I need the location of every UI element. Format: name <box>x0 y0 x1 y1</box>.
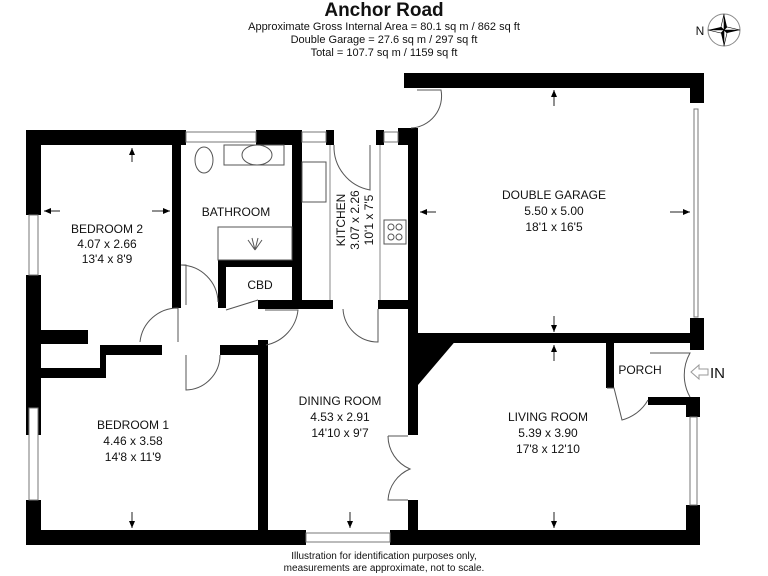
shower-tray-icon <box>217 226 293 261</box>
compass-north-label: N <box>696 24 705 38</box>
room-metric: 5.50 x 5.00 <box>524 204 584 218</box>
room-metric: 3.07 x 2.26 <box>348 190 362 250</box>
disclaimer-line-2: measurements are approximate, not to sca… <box>283 563 485 574</box>
room-name: DINING ROOM <box>299 394 382 408</box>
room-metric: 4.07 x 2.66 <box>77 237 137 251</box>
room-name: BATHROOM <box>202 205 270 219</box>
room-imperial: 18'1 x 16'5 <box>525 220 583 234</box>
room-metric: 5.39 x 3.90 <box>518 426 578 440</box>
shower-head-icon <box>247 237 263 251</box>
disclaimer-line-1: Illustration for identification purposes… <box>291 551 477 562</box>
toilet-icon <box>194 146 214 174</box>
hob-icon <box>383 219 407 245</box>
disclaimer: Illustration for identification purposes… <box>0 551 768 575</box>
room-porch: PORCH <box>618 363 661 377</box>
room-name: KITCHEN <box>334 194 348 247</box>
entrance-arrow-icon <box>690 363 709 381</box>
plan-title: Anchor Road <box>324 0 444 21</box>
doors <box>139 89 691 501</box>
garage-area: Double Garage = 27.6 sq m / 297 sq ft <box>290 34 478 46</box>
room-name: BEDROOM 2 <box>71 222 143 236</box>
room-metric: 4.46 x 3.58 <box>103 434 163 448</box>
kitchen-sink-icon <box>301 161 327 203</box>
room-imperial: 17'8 x 12'10 <box>516 442 580 456</box>
room-bedroom-2: BEDROOM 2 4.07 x 2.66 13'4 x 8'9 <box>71 222 143 266</box>
gross-internal-area: Approximate Gross Internal Area = 80.1 s… <box>248 21 520 33</box>
room-metric: 4.53 x 2.91 <box>310 410 370 424</box>
room-kitchen: KITCHEN 3.07 x 2.26 10'1 x 7'5 <box>334 190 376 250</box>
total-area: Total = 107.7 sq m / 1159 sq ft <box>310 47 458 59</box>
sink-icon <box>241 144 273 166</box>
entrance-marker: IN <box>690 363 725 382</box>
room-name: PORCH <box>618 363 661 377</box>
kitchen-fixtures <box>301 145 407 300</box>
windows <box>28 108 699 543</box>
compass-rose-icon: N <box>696 13 741 47</box>
room-imperial: 10'1 x 7'5 <box>362 194 376 245</box>
entrance-label: IN <box>710 365 725 382</box>
room-living-room: LIVING ROOM 5.39 x 3.90 17'8 x 12'10 <box>508 410 588 456</box>
room-imperial: 14'10 x 9'7 <box>311 426 369 440</box>
room-dining-room: DINING ROOM 4.53 x 2.91 14'10 x 9'7 <box>299 394 382 440</box>
room-double-garage: DOUBLE GARAGE 5.50 x 5.00 18'1 x 16'5 <box>502 188 606 234</box>
room-name: LIVING ROOM <box>508 410 588 424</box>
walls <box>26 73 704 545</box>
room-cbd: CBD <box>247 278 273 292</box>
room-bedroom-1: BEDROOM 1 4.46 x 3.58 14'8 x 11'9 <box>97 418 169 464</box>
room-bathroom: BATHROOM <box>202 205 270 219</box>
vanity-icon <box>223 144 285 166</box>
room-name: DOUBLE GARAGE <box>502 188 606 202</box>
room-name: BEDROOM 1 <box>97 418 169 432</box>
bathroom-fixtures <box>194 144 293 261</box>
dimension-arrows <box>44 90 690 528</box>
room-name: CBD <box>247 278 273 292</box>
room-imperial: 13'4 x 8'9 <box>82 252 133 266</box>
room-imperial: 14'8 x 11'9 <box>105 450 162 464</box>
